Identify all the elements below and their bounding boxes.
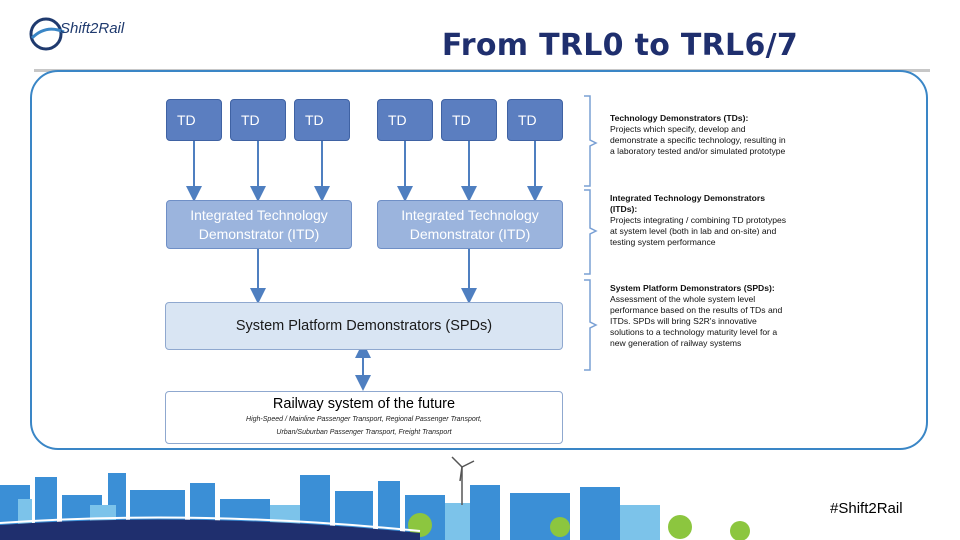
hashtag-label: #Shift2Rail [830, 500, 903, 517]
desc-spd-heading: System Platform Demonstrators (SPDs): [610, 283, 775, 293]
logo-text: Shift2Rail [60, 20, 125, 37]
desc-spd-body: Assessment of the whole system level per… [610, 294, 783, 348]
desc-itd: Integrated Technology Demonstrators (ITD… [610, 193, 790, 248]
td-box-3: TD [294, 99, 350, 141]
railway-title: Railway system of the future [272, 396, 456, 412]
desc-spd: System Platform Demonstrators (SPDs): As… [610, 283, 790, 349]
itd-box-1: Integrated Technology Demonstrator (ITD) [166, 200, 352, 249]
desc-td-heading: Technology Demonstrators (TDs): [610, 113, 749, 123]
td-box-1: TD [166, 99, 222, 141]
td-box-4: TD [377, 99, 433, 141]
td-box-5: TD [441, 99, 497, 141]
shift2rail-logo: Shift2Rail [28, 14, 138, 54]
railway-box: Railway system of the future High-Speed … [165, 391, 563, 444]
desc-itd-body: Projects integrating / combining TD prot… [610, 215, 787, 247]
brace-td [584, 95, 598, 187]
td-box-6: TD [507, 99, 563, 141]
desc-td-body: Projects which specify, develop and demo… [610, 124, 786, 156]
brace-itd [584, 189, 598, 275]
brace-spd [584, 279, 598, 371]
brace-group [584, 95, 598, 371]
itd-box-2: Integrated Technology Demonstrator (ITD) [377, 200, 563, 249]
diagram-frame [30, 70, 928, 450]
spd-box: System Platform Demonstrators (SPDs) [165, 302, 563, 350]
railway-subtitle-2: Urban/Suburban Passenger Transport, Frei… [276, 429, 452, 437]
page-title: From TRL0 to TRL6/7 [441, 28, 799, 63]
desc-itd-heading: Integrated Technology Demonstrators (ITD… [610, 193, 766, 214]
railway-subtitle-1: High-Speed / Mainline Passenger Transpor… [246, 416, 482, 423]
logo-emblem-icon [29, 17, 65, 51]
td-box-2: TD [230, 99, 286, 141]
city-skyline-illustration [0, 456, 750, 540]
desc-td: Technology Demonstrators (TDs): Projects… [610, 113, 790, 157]
wind-turbine-icon [451, 456, 475, 505]
train-icon [0, 519, 420, 540]
